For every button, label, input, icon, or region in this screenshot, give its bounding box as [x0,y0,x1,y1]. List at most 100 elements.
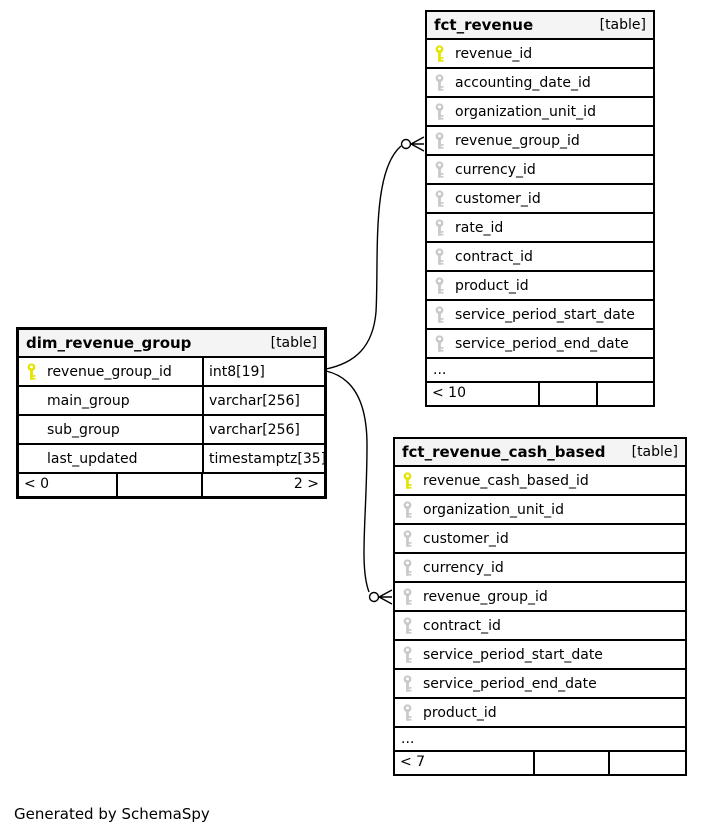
table-node-dim_revenue_group[interactable]: dim_revenue_group [table] revenue_group_… [16,327,327,499]
column-name-cell: customer_id [395,530,509,547]
column-row: contract_id [395,612,685,641]
primary-key-icon [19,363,47,380]
column-row: service_period_start_date [395,641,685,670]
foreign-key-icon [427,306,455,323]
foreign-key-icon [395,704,423,721]
table-node-fct_revenue_cash_based[interactable]: fct_revenue_cash_based [table] revenue_c… [393,437,687,776]
foreign-key-icon [395,646,423,663]
foreign-key-icon [395,588,423,605]
table-type-badge: [table] [270,335,317,351]
column-row: revenue_group_id int8[19] [19,358,324,387]
column-list: revenue_cash_based_id organization_unit_i… [395,467,685,728]
foreign-key-icon [395,675,423,692]
ellipsis-row: ... [395,728,685,752]
column-name: organization_unit_id [455,103,596,120]
foreign-key-icon [395,617,423,634]
foreign-key-icon [427,161,455,178]
foreign-key-icon [395,559,423,576]
crowfoot-arrow-icon [410,136,425,152]
column-name-cell: revenue_group_id [395,588,548,605]
column-name-cell: currency_id [395,559,504,576]
column-name: service_period_end_date [423,675,597,692]
column-name: revenue_group_id [47,363,172,380]
column-row: sub_group varchar[256] [19,416,324,445]
column-name: service_period_end_date [455,335,629,352]
column-name: contract_id [423,617,501,634]
column-name-cell: revenue_group_id [427,132,580,149]
column-row: product_id [395,699,685,728]
column-name-cell: product_id [395,704,497,721]
column-name: revenue_group_id [455,132,580,149]
column-row: revenue_group_id [427,127,653,156]
column-row: revenue_id [427,40,653,69]
ellipsis-row: ... [427,359,653,383]
column-type: varchar[256] [202,387,324,414]
column-type: timestamptz[35] [202,445,326,472]
foreign-key-icon [427,103,455,120]
column-row: service_period_end_date [427,330,653,359]
column-row: currency_id [395,554,685,583]
table-type-badge: [table] [631,444,678,460]
column-name: organization_unit_id [423,501,564,518]
foreign-key-icon [427,277,455,294]
table-title: dim_revenue_group [26,334,192,352]
column-type: varchar[256] [202,416,324,443]
column-name: revenue_group_id [423,588,548,605]
footer-parents-count [610,752,685,774]
column-list: revenue_id accounting_date_id organization… [427,40,653,359]
column-row: accounting_date_id [427,69,653,98]
column-row: rate_id [427,214,653,243]
table-footer: < 0 2 > [19,474,324,496]
column-row: service_period_end_date [395,670,685,699]
fk-edge-fct_revenue-revenue_group_id [325,145,402,370]
generated-by-label: Generated by SchemaSpy [14,805,210,823]
column-name-cell: revenue_id [427,45,532,62]
table-type-badge: [table] [599,17,646,33]
foreign-key-icon [427,219,455,236]
table-footer: < 10 [427,383,653,405]
column-row: main_group varchar[256] [19,387,324,416]
column-name-cell: sub_group [19,416,202,443]
column-row: revenue_group_id [395,583,685,612]
column-name-cell: product_id [427,277,529,294]
column-name: revenue_id [455,45,533,62]
footer-children-count: < 0 [19,474,118,496]
column-name: service_period_start_date [423,646,603,663]
primary-key-icon [395,472,423,489]
column-name-cell: service_period_end_date [395,675,597,692]
column-name-cell: contract_id [395,617,501,634]
table-title: fct_revenue_cash_based [402,443,606,461]
column-row: service_period_start_date [427,301,653,330]
column-name-cell: service_period_start_date [427,306,635,323]
table-header: dim_revenue_group [table] [19,330,324,358]
column-row: organization_unit_id [427,98,653,127]
table-node-fct_revenue[interactable]: fct_revenue [table] revenue_id accounting… [425,10,655,407]
footer-mid-cell [535,752,610,774]
column-name: customer_id [455,190,541,207]
column-row: customer_id [427,185,653,214]
column-name-cell: main_group [19,387,202,414]
column-name: main_group [47,392,130,409]
column-name-cell: contract_id [427,248,533,265]
column-name: accounting_date_id [455,74,591,91]
column-name: contract_id [455,248,533,265]
foreign-key-icon [395,501,423,518]
footer-mid-cell [118,474,203,496]
table-title: fct_revenue [434,16,534,34]
column-name: rate_id [455,219,504,236]
column-row: revenue_cash_based_id [395,467,685,496]
column-row: contract_id [427,243,653,272]
column-name-cell: organization_unit_id [427,103,596,120]
column-type: int8[19] [202,358,324,385]
column-name-cell: accounting_date_id [427,74,591,91]
column-name: sub_group [47,421,120,438]
table-header: fct_revenue_cash_based [table] [395,439,685,467]
footer-children-count: < 7 [395,752,535,774]
column-row: customer_id [395,525,685,554]
column-name: currency_id [423,559,504,576]
table-footer: < 7 [395,752,685,774]
column-name: revenue_cash_based_id [423,472,589,489]
